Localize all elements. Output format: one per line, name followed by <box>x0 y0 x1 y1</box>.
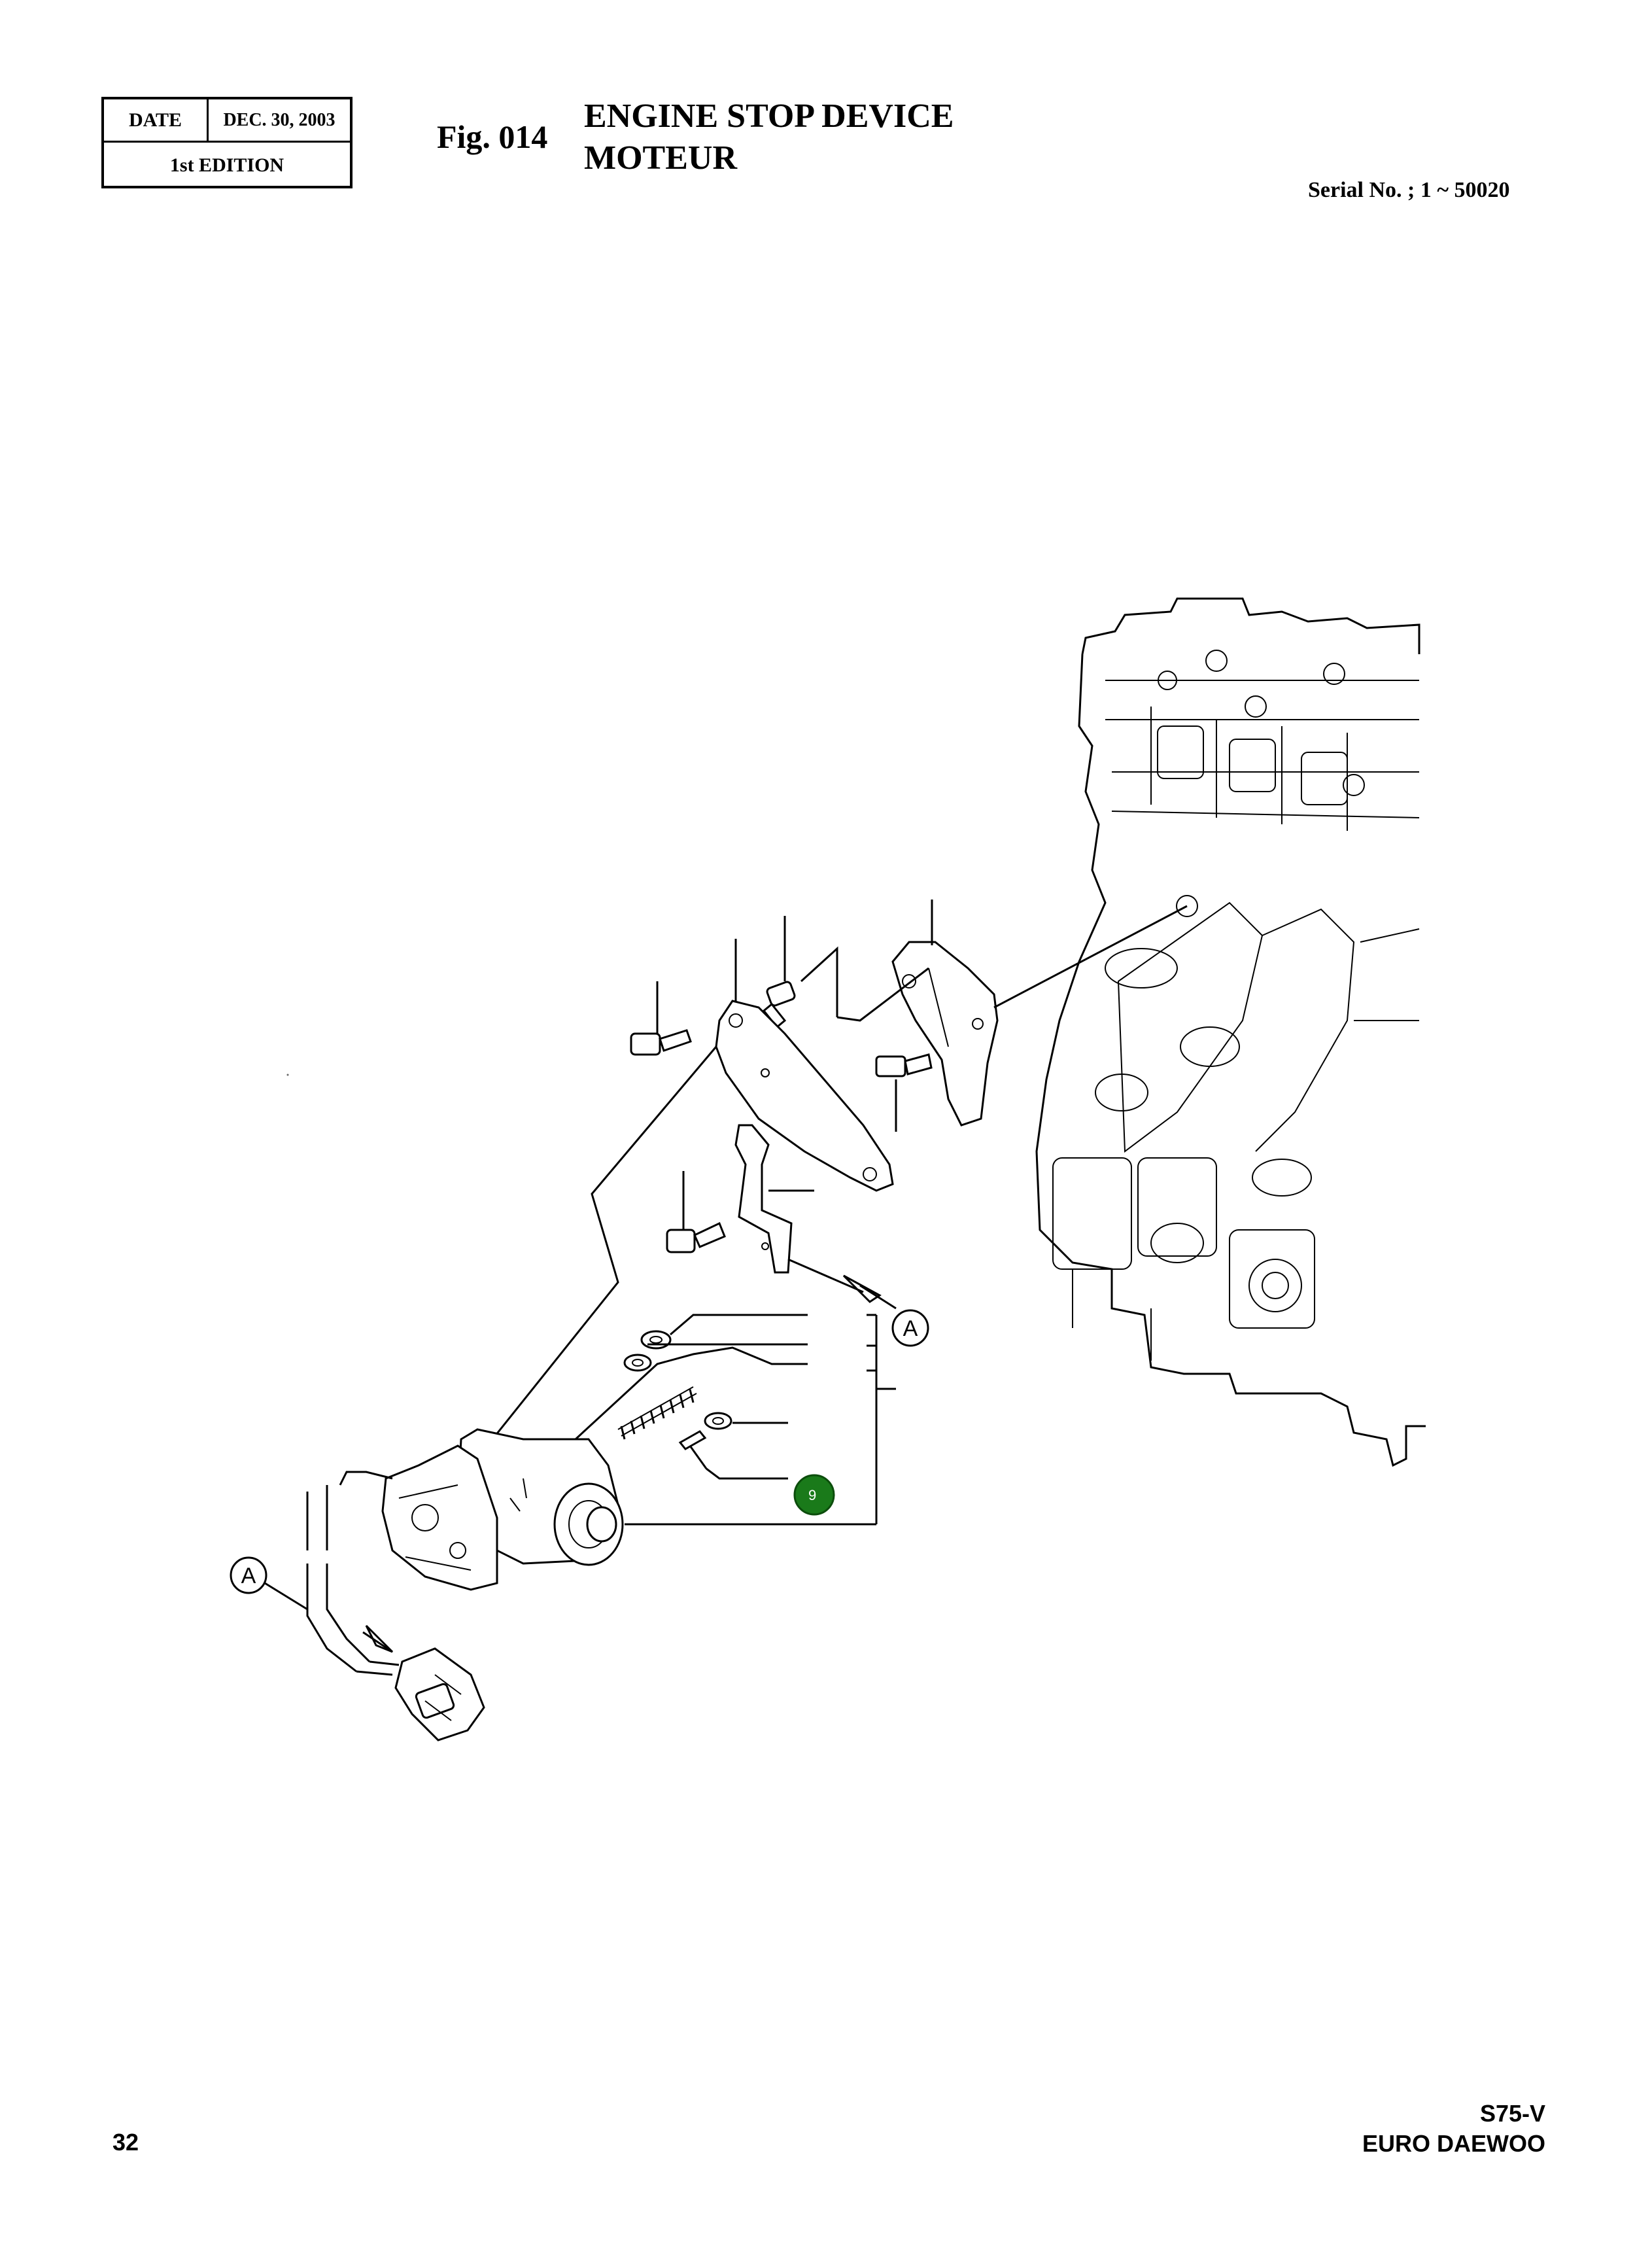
stop-solenoid-motor <box>381 1428 624 1591</box>
figure-title-english: ENGINE STOP DEVICE <box>584 97 954 135</box>
engine-block-illustration <box>1035 597 1426 1467</box>
leader-line <box>574 1346 808 1441</box>
bolt-part <box>762 916 796 1029</box>
date-value: DEC. 30, 2003 <box>223 109 336 130</box>
date-edition-box: DATE DEC. 30, 2003 1st EDITION <box>101 97 353 188</box>
edition-label: 1st EDITION <box>169 154 284 176</box>
pin-part <box>678 1430 708 1469</box>
reference-marker-a: A <box>891 1309 929 1347</box>
svg-text:A: A <box>241 1564 256 1588</box>
date-row: DATE DEC. 30, 2003 <box>104 99 350 143</box>
small-bracket <box>734 1124 864 1293</box>
washer-part <box>623 1354 652 1372</box>
model-name: S75-V <box>1479 2100 1545 2127</box>
svg-text:A: A <box>903 1316 918 1341</box>
stop-device-plate <box>715 939 929 1192</box>
reference-marker-a: A <box>230 1556 308 1611</box>
page-number: 32 <box>112 2129 139 2156</box>
figure-title-french: MOTEUR <box>584 139 737 177</box>
bolt-part <box>630 981 692 1056</box>
bolt-part <box>666 1171 726 1253</box>
washer-part <box>704 1412 732 1430</box>
date-label: DATE <box>104 99 209 141</box>
serial-range: Serial No. ; 1 ~ 50020 <box>1308 178 1510 202</box>
leader-lines-group <box>625 1274 897 1526</box>
svg-text:9: 9 <box>808 1487 816 1503</box>
electrical-connector <box>394 1647 485 1741</box>
brand-name: EURO DAEWOO <box>1362 2130 1545 2157</box>
leader-line <box>486 1046 717 1446</box>
spring-part <box>617 1386 697 1440</box>
mounting-bracket <box>891 900 1188 1127</box>
wire-harness <box>306 1471 400 1676</box>
callout-9[interactable]: 9 <box>793 1474 835 1516</box>
washer-part <box>640 1330 672 1350</box>
bolt-part <box>875 1053 933 1132</box>
figure-number: Fig. 014 <box>437 118 548 155</box>
